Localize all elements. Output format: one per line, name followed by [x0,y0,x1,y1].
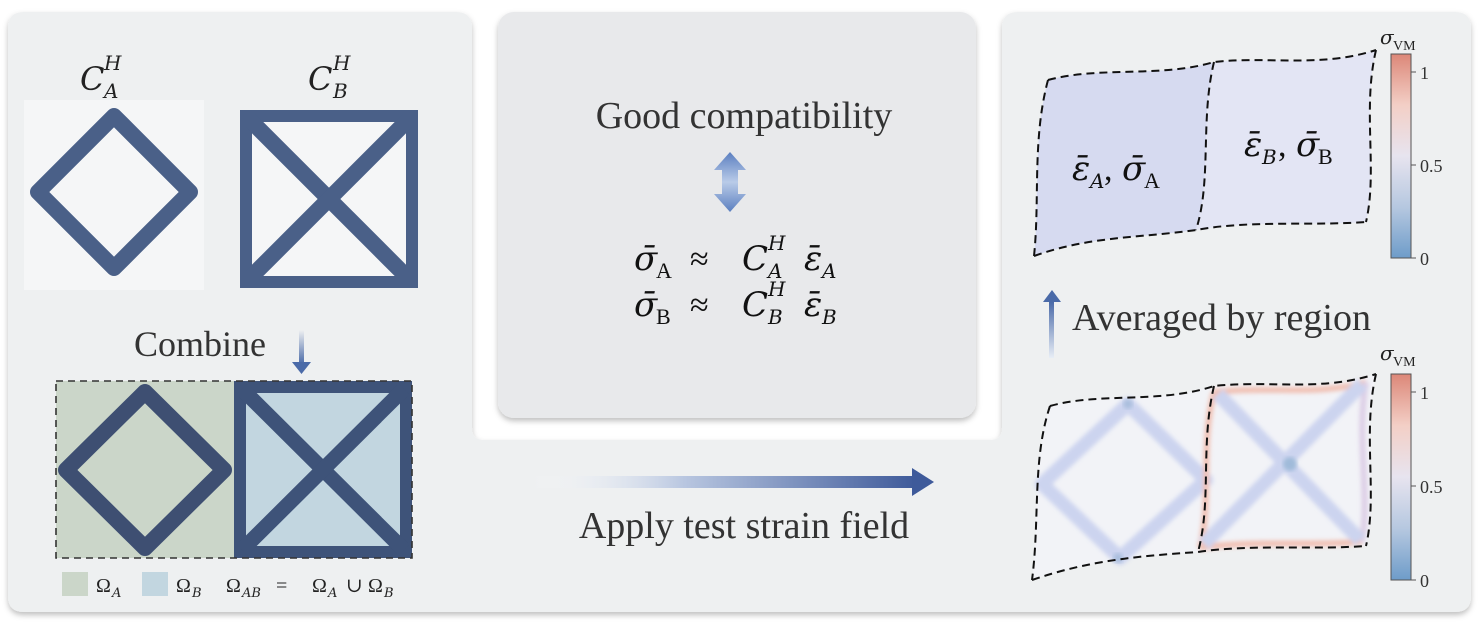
svg-text:σ̄: σ̄ [1122,149,1146,189]
colorbar-top: σ VM 1 0.5 0 [1380,25,1443,269]
svg-text:C: C [742,285,768,325]
svg-text:A: A [102,79,118,103]
svg-text:VM: VM [1393,355,1416,370]
svg-text:A: A [1144,168,1160,193]
apply-strain-label: Apply test strain field [579,505,909,547]
svg-text:Ω: Ω [96,575,111,597]
svg-text:σ̄: σ̄ [634,239,658,279]
svg-text:B: B [1318,144,1333,169]
svg-text:H: H [767,231,786,255]
svg-text:B: B [191,586,202,601]
compatibility-box [498,12,976,418]
svg-text:A: A [327,586,337,601]
ca-label: C H A [80,51,122,103]
svg-text:C: C [80,60,104,98]
legend-swatch-b [142,572,168,596]
svg-text:ε̄: ε̄ [1244,125,1262,165]
svg-text:0.5: 0.5 [1420,156,1443,176]
svg-text:0: 0 [1420,571,1429,591]
svg-text:B: B [383,586,394,601]
svg-text:B: B [656,304,671,329]
svg-text:H: H [767,277,786,301]
equation-b: σ̄ B ≈ C H B ε̄ B [634,277,837,329]
svg-text:≈: ≈ [690,241,709,278]
svg-text:Ω: Ω [368,575,383,597]
combined-domain [55,380,413,559]
svg-text:ε̄: ε̄ [804,239,822,279]
combine-label: Combine [134,324,266,364]
svg-text:≈: ≈ [690,287,709,324]
svg-text:0.5: 0.5 [1420,477,1443,497]
svg-text:H: H [103,51,122,75]
colorbar-bottom: σ VM 1 0.5 0 [1380,341,1443,591]
domain-legend: Ω A Ω B Ω AB = Ω A ∪ Ω B [62,572,394,601]
full-stress-field [1031,373,1377,581]
region-a-label: ε̄ A , σ̄ A [1072,149,1160,193]
svg-text:A: A [656,258,672,283]
svg-text:AB: AB [241,586,261,601]
svg-text:B: B [821,305,837,329]
lattice-a [24,100,204,290]
svg-text:=: = [276,575,287,597]
svg-text:VM: VM [1393,39,1416,54]
svg-text:Ω: Ω [312,575,327,597]
equation-a: σ̄ A ≈ C H A ε̄ A [634,231,836,283]
apply-arrow [530,468,934,496]
lattice-b [240,110,418,288]
svg-text:σ̄: σ̄ [1296,125,1320,165]
averaged-label: Averaged by region [1072,297,1371,339]
region-b-label: ε̄ B , σ̄ B [1244,125,1333,169]
svg-text:σ: σ [1380,25,1395,49]
svg-text:1: 1 [1420,383,1429,403]
svg-text:∪: ∪ [346,575,363,597]
svg-text:ε̄: ε̄ [804,285,822,325]
svg-text:A: A [766,259,782,283]
svg-text:1: 1 [1420,63,1429,83]
double-arrow [714,152,746,212]
svg-text:Ω: Ω [226,575,241,597]
svg-text:C: C [308,60,332,98]
combine-arrow [292,330,311,374]
cb-label: C H B [308,51,351,103]
svg-text:A: A [820,259,836,283]
good-compatibility-label: Good compatibility [596,95,893,137]
svg-text:ε̄: ε̄ [1072,149,1090,189]
svg-text:,: , [1278,127,1287,164]
svg-text:σ: σ [1380,341,1395,365]
svg-text:0: 0 [1420,249,1429,269]
svg-text:B: B [1261,145,1277,169]
svg-text:B: B [767,305,783,329]
svg-text:σ̄: σ̄ [634,285,658,325]
svg-text:Ω: Ω [176,575,191,597]
svg-text:C: C [742,239,768,279]
legend-swatch-a [62,572,88,596]
svg-text:B: B [332,79,348,103]
svg-text:A: A [1088,169,1104,193]
svg-text:H: H [332,51,351,75]
svg-text:A: A [111,586,121,601]
averaged-field [1033,49,1377,257]
svg-text:,: , [1104,151,1113,188]
averaged-arrow [1043,290,1061,358]
